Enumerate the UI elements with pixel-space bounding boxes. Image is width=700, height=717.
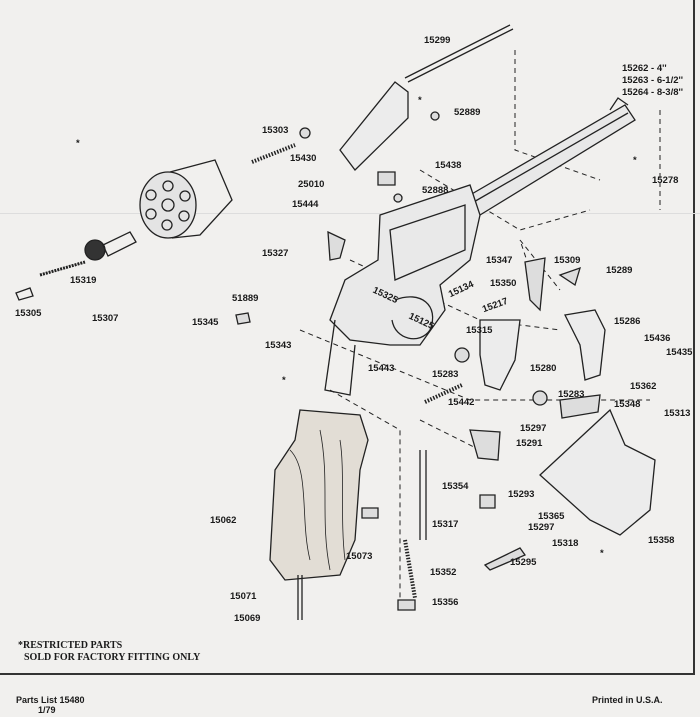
restricted-marker: * — [282, 375, 286, 386]
part-label: 15297 — [520, 423, 547, 434]
part-label: 15430 — [290, 153, 317, 164]
part-label: 15327 — [262, 248, 289, 259]
part-label: 15444 — [292, 199, 319, 210]
part-label: 15436 — [644, 333, 671, 344]
part-label: 15313 — [664, 408, 691, 419]
part-label: 15073 — [346, 551, 373, 562]
restricted-marker: * — [600, 548, 604, 559]
barrel — [469, 97, 636, 216]
printed-in: Printed in U.S.A. — [592, 695, 663, 705]
part-label: 15278 — [652, 175, 679, 186]
part-label: 15305 — [15, 308, 42, 319]
part-label: 15262 - 4'' — [622, 63, 667, 74]
part-label: 15062 — [210, 515, 237, 526]
part-label: 15443 — [368, 363, 395, 374]
revolver-frame — [324, 184, 481, 396]
strain-screw — [419, 450, 427, 540]
extractor — [15, 231, 137, 301]
part-label: 15318 — [552, 538, 579, 549]
restricted-marker: * — [418, 95, 422, 106]
part-label: 15343 — [265, 340, 292, 351]
part-label: 15315 — [466, 325, 493, 336]
fold-line — [0, 213, 700, 214]
part-label: 15303 — [262, 125, 289, 136]
part-label: 51889 — [232, 293, 259, 304]
part-label: 15354 — [442, 481, 469, 492]
part-label: 15435 — [666, 347, 693, 358]
restricted-marker: * — [76, 138, 80, 149]
small-parts — [235, 111, 601, 611]
part-label: 15347 — [486, 255, 513, 266]
part-label: 15291 — [516, 438, 543, 449]
part-label: 15295 — [510, 557, 537, 568]
restricted-marker: * — [633, 155, 637, 166]
restricted-note-detail: SOLD FOR FACTORY FITTING ONLY — [24, 652, 201, 663]
yoke — [339, 81, 409, 171]
part-label: 15307 — [92, 313, 119, 324]
part-label: 15263 - 6-1/2'' — [622, 75, 684, 86]
trigger — [564, 309, 606, 381]
side-plate — [539, 408, 656, 536]
part-label: 15293 — [508, 489, 535, 500]
part-label: 15442 — [448, 397, 475, 408]
part-label: 15283 — [558, 389, 585, 400]
part-label: 15280 — [530, 363, 557, 374]
part-label: 15283 — [432, 369, 459, 380]
part-label: 15297 — [528, 522, 555, 533]
part-label: 15309 — [554, 255, 581, 266]
part-label: 15289 — [606, 265, 633, 276]
part-label: 15071 — [230, 591, 257, 602]
part-label: 15356 — [432, 597, 459, 608]
part-label: 15358 — [648, 535, 675, 546]
grip — [269, 409, 369, 581]
part-label: 15299 — [424, 35, 451, 46]
part-label: 15350 — [490, 278, 517, 289]
part-label: 15348 — [614, 399, 641, 410]
part-label: 15264 - 8-3/8'' — [622, 87, 684, 98]
ejector-rod — [404, 24, 514, 83]
cylinder — [139, 159, 233, 239]
part-label: 15352 — [430, 567, 457, 578]
parts-list-number: Parts List 15480 — [16, 695, 85, 705]
part-label: 25010 — [298, 179, 325, 190]
hammer — [479, 319, 521, 391]
part-label: 15365 — [538, 511, 565, 522]
rebound-spring — [424, 383, 463, 404]
part-label: 15317 — [432, 519, 459, 530]
part-label: 15286 — [614, 316, 641, 327]
part-label: 15319 — [70, 275, 97, 286]
part-label: 15345 — [192, 317, 219, 328]
restricted-note: *RESTRICTED PARTS — [18, 640, 123, 651]
diagram-frame — [0, 0, 695, 675]
part-label: 52888 — [422, 185, 449, 196]
mainspring — [403, 539, 417, 599]
spring-15430 — [251, 143, 296, 164]
part-label: 15362 — [630, 381, 657, 392]
parts-list-date: 1/79 — [38, 705, 56, 715]
stock-screw — [297, 575, 303, 620]
part-label: 52889 — [454, 107, 481, 118]
part-label: 15069 — [234, 613, 261, 624]
part-label: 15438 — [435, 160, 462, 171]
